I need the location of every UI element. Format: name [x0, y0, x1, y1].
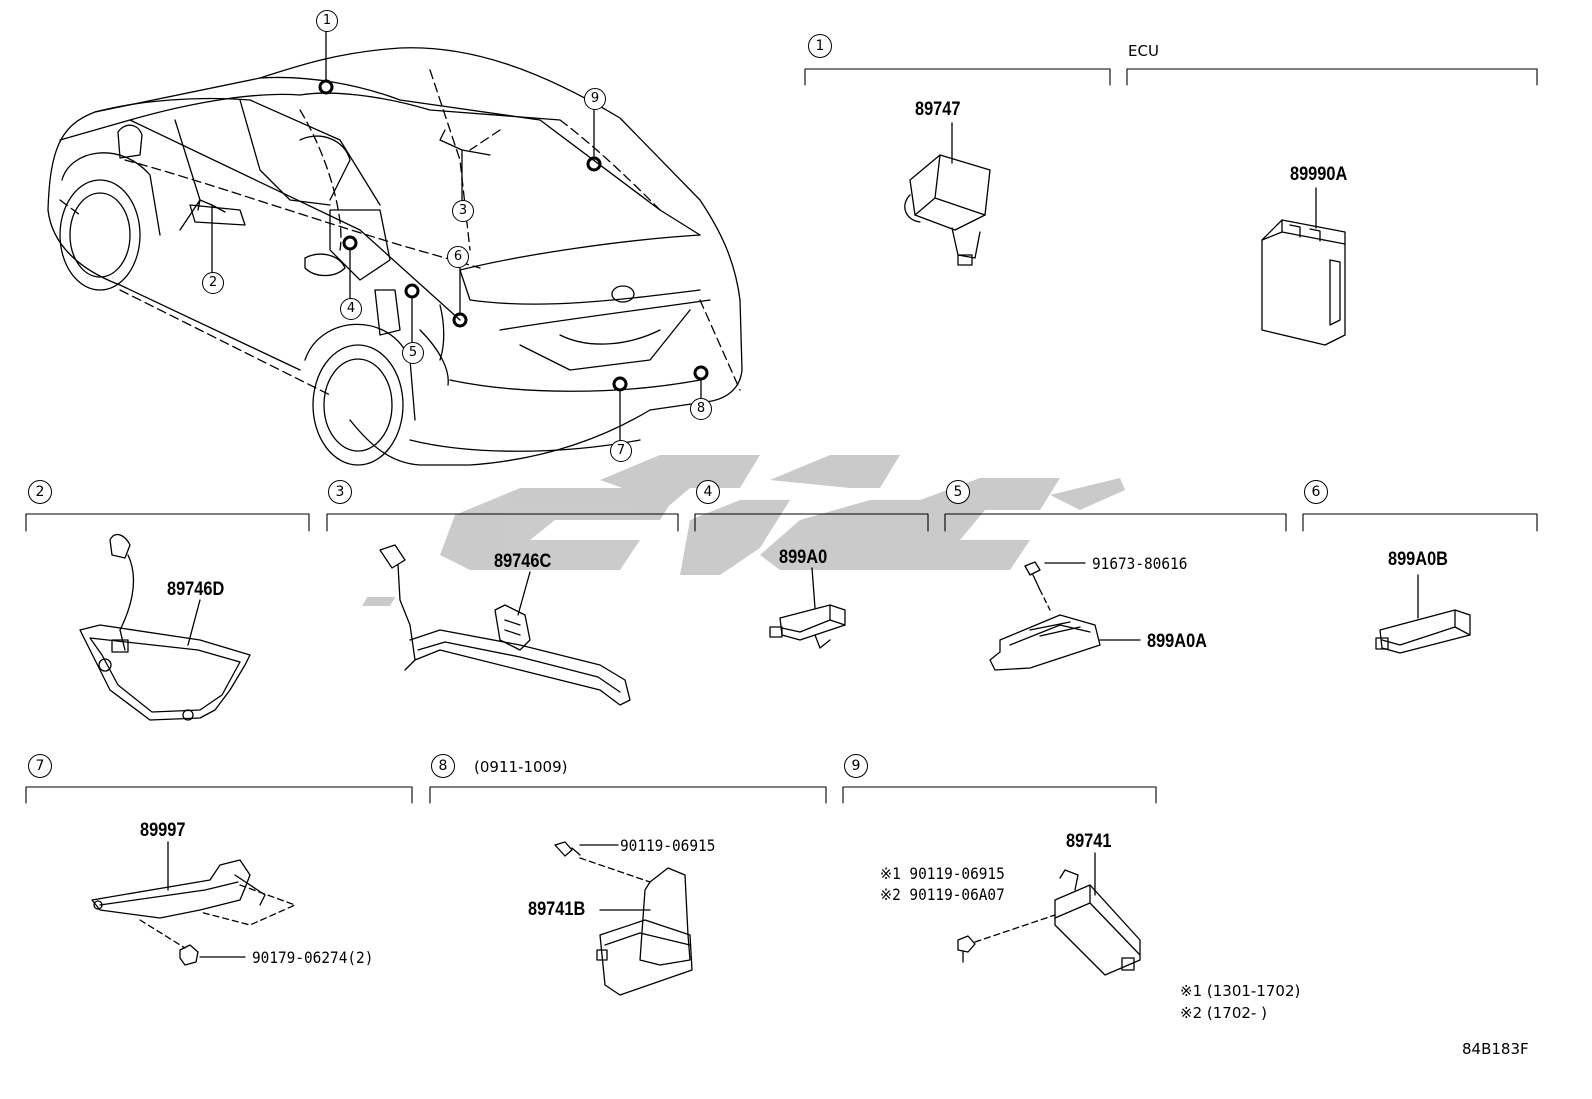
vehicle-callout-leaders	[197, 31, 702, 441]
callout-1[interactable]: 1	[316, 10, 338, 32]
section-8-number[interactable]: 8	[431, 754, 455, 778]
footnote-2: ※2 (1702- )	[1180, 1004, 1267, 1022]
vehicle-illustration	[47, 47, 743, 466]
part-label-bolt-note2[interactable]: ※2 90119-06A07	[880, 885, 1005, 904]
section-2-number[interactable]: 2	[28, 480, 52, 504]
callout-9[interactable]: 9	[584, 88, 606, 110]
part-label-90119-06915-section8[interactable]: 90119-06915	[620, 836, 716, 855]
part-89997-drawing	[91, 841, 296, 966]
part-label-89990A[interactable]: 89990A	[1290, 164, 1348, 185]
part-label-90179-06274[interactable]: 90179-06274(2)	[252, 948, 374, 967]
vehicle-component-markers	[318, 79, 709, 392]
part-89746D-drawing	[79, 533, 251, 721]
part-label-bolt-note1[interactable]: ※1 90119-06915	[880, 864, 1005, 883]
callout-6[interactable]: 6	[447, 246, 469, 268]
section-brackets	[25, 68, 1538, 804]
part-899A0A-drawing	[989, 561, 1141, 671]
callout-3[interactable]: 3	[452, 200, 474, 222]
section-6-number[interactable]: 6	[1304, 480, 1328, 504]
section-1-number[interactable]: 1	[808, 34, 832, 58]
part-label-899A0[interactable]: 899A0	[779, 547, 828, 568]
ecu-section-label: ECU	[1128, 42, 1159, 60]
section-5-number[interactable]: 5	[946, 480, 970, 504]
drawing-code: 84B183F	[1462, 1040, 1529, 1058]
part-label-899A0A[interactable]: 899A0A	[1147, 631, 1207, 652]
part-label-89746C[interactable]: 89746C	[494, 551, 552, 572]
vehicle-hidden-lines	[59, 69, 741, 396]
part-89990A-drawing	[1261, 187, 1346, 346]
part-899A0-drawing	[769, 567, 846, 649]
part-label-89741B[interactable]: 89741B	[528, 899, 586, 920]
callout-4[interactable]: 4	[340, 298, 362, 320]
part-89741-drawing	[957, 852, 1141, 976]
section-8-date-range: (0911-1009)	[474, 758, 568, 776]
section-3-number[interactable]: 3	[328, 480, 352, 504]
callout-5[interactable]: 5	[402, 342, 424, 364]
part-label-91673-80616[interactable]: 91673-80616	[1092, 554, 1188, 573]
footnote-1: ※1 (1301-1702)	[1180, 982, 1301, 1000]
part-89746C-drawing	[379, 544, 631, 706]
part-label-89747[interactable]: 89747	[915, 99, 961, 120]
part-label-89741[interactable]: 89741	[1066, 831, 1112, 852]
callout-2[interactable]: 2	[202, 272, 224, 294]
section-7-number[interactable]: 7	[28, 754, 52, 778]
part-899A0B-drawing	[1375, 574, 1471, 654]
callout-8[interactable]: 8	[690, 398, 712, 420]
watermark-logo	[362, 455, 1125, 606]
section-9-number[interactable]: 9	[844, 754, 868, 778]
part-89747-drawing	[904, 122, 991, 266]
part-label-899A0B[interactable]: 899A0B	[1388, 549, 1448, 570]
part-label-89997[interactable]: 89997	[140, 820, 186, 841]
part-89741B-drawing	[554, 841, 693, 996]
section-4-number[interactable]: 4	[696, 480, 720, 504]
part-label-89746D[interactable]: 89746D	[167, 579, 225, 600]
callout-7[interactable]: 7	[610, 440, 632, 462]
